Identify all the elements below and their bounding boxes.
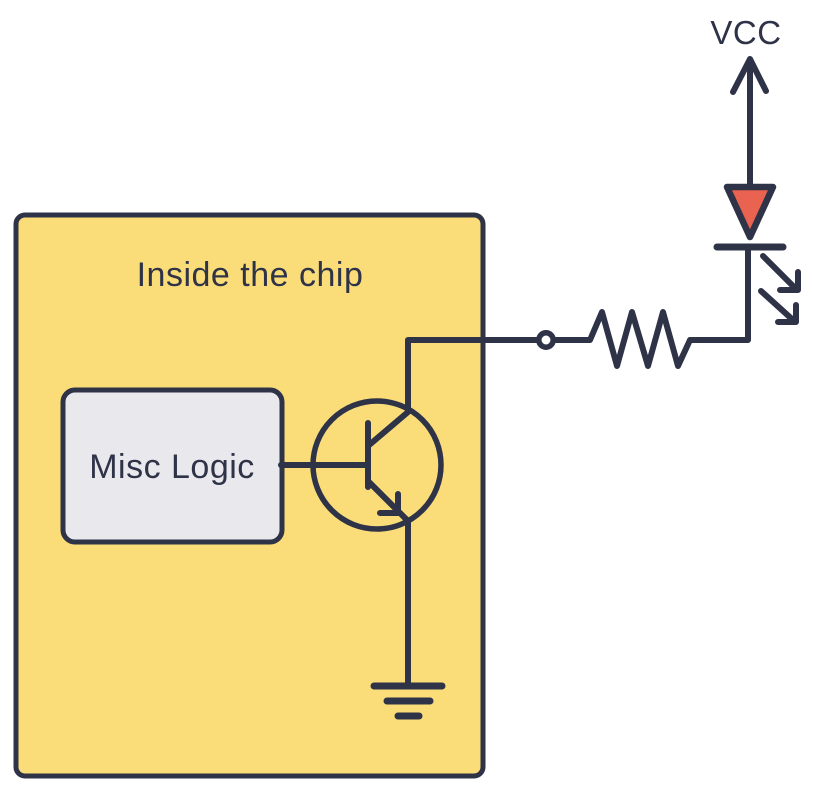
transistor-circle (310, 398, 444, 532)
vcc-arrowhead-icon (730, 56, 769, 95)
light-arrow-1-head (777, 269, 801, 293)
misc-logic-block: Misc Logic (60, 387, 285, 545)
misc-logic-label: Misc Logic (89, 448, 255, 486)
led-icon (713, 183, 801, 325)
chip-output-pin (536, 330, 556, 350)
vcc-supply: VCC (710, 14, 781, 187)
light-arrow-2-shaft (758, 288, 796, 323)
led-anode-triangle (723, 183, 777, 241)
light-arrow-2-head (775, 302, 799, 325)
vcc-label: VCC (710, 14, 781, 51)
transistor-collector-wire (365, 337, 540, 449)
transistor-emitter-arrow-icon (377, 491, 401, 516)
ground-icon (370, 682, 446, 720)
resistor-icon (553, 247, 751, 369)
chip-label: Inside the chip (137, 256, 364, 294)
light-emission-arrows-icon (758, 253, 801, 325)
npn-transistor-icon (278, 337, 540, 687)
light-arrow-1-shaft (760, 253, 798, 291)
